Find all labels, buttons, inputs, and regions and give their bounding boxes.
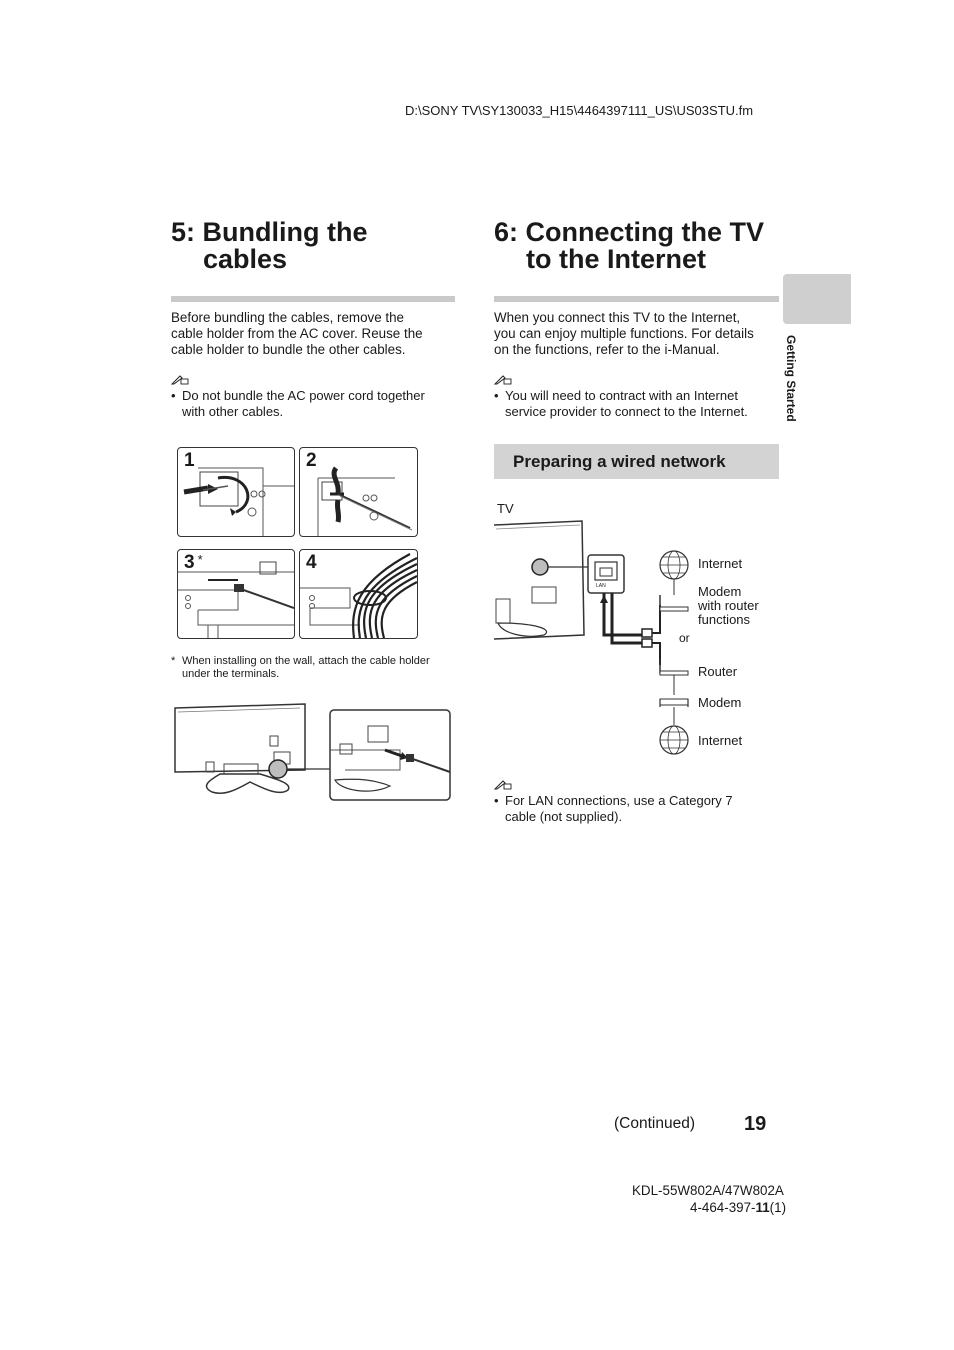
footnote-line: under the terminals. [182,668,280,680]
section5-title: 5: Bundling the cables [171,219,367,273]
subheading-box: Preparing a wired network [494,444,779,479]
section6-intro-line: When you connect this TV to the Internet… [494,310,741,325]
network-diagram [494,520,689,755]
side-label: Getting Started [784,335,798,422]
section5-note-line: Do not bundle the AC power cord together [182,388,425,403]
section6-title-line2: to the Internet [526,244,706,274]
section6-note-line: service provider to connect to the Inter… [505,404,748,419]
page-number: 19 [744,1113,767,1135]
code-prefix: 4-464-397- [690,1200,756,1215]
internet-bottom-label: Internet [698,733,743,748]
footnote-marker: * [171,655,176,667]
modem-router-line: Modem [698,584,742,599]
note-pencil-icon [494,375,512,385]
modem-label: Modem [698,695,742,710]
section6-intro-line: on the functions, refer to the i-Manual. [494,342,720,357]
document-code: 4-464-397-11(1) [690,1200,786,1215]
section-tab [783,274,851,324]
section6-intro-line: you can enjoy multiple functions. For de… [494,326,754,341]
step3-illustration: 3* [177,549,295,639]
or-label: or [679,631,690,645]
section5-note-line: with other cables. [182,404,284,419]
section6-note2-line: For LAN connections, use a Category 7 [505,793,733,808]
tv-rear-illustration [174,703,451,801]
continued-label: (Continued) [614,1115,695,1132]
model-number: KDL-55W802A/47W802A [632,1183,784,1198]
step4-number: 4 [306,552,317,573]
step2-number: 2 [306,450,317,471]
tv-label: TV [497,501,514,516]
section5-intro: Before bundling the cables, remove the c… [171,310,423,358]
code-bold: 11 [755,1200,770,1215]
lan-label: LAN [596,583,606,589]
step2-illustration: 2 [299,447,418,537]
section6-intro: When you connect this TV to the Internet… [494,310,754,358]
footnote-line: When installing on the wall, attach the … [182,655,430,667]
section6-note2-line: cable (not supplied). [505,809,623,824]
section6-note-line: You will need to contract with an Intern… [505,388,738,403]
modem-router-line: with router [698,598,759,613]
step1-number: 1 [184,450,195,471]
file-path: D:\SONY TV\SY130033_H15\4464397111_US\US… [405,103,754,118]
section5-divider [171,296,455,302]
step4-illustration: 4 [299,549,418,639]
section6-title-line1: 6: Connecting the TV [494,217,764,247]
section6-divider [494,296,779,302]
bundle-step1-drawing [183,467,294,536]
modem-router-label: Modem with router functions [698,585,759,627]
code-suffix: (1) [769,1200,787,1215]
note-pencil-icon [494,780,512,790]
section6-title: 6: Connecting the TV to the Internet [494,219,764,273]
step1-illustration: 1 [177,447,295,537]
section5-title-line2: cables [203,244,288,274]
step3-asterisk: * [197,552,203,567]
subheading: Preparing a wired network [513,452,726,471]
bundle-step3-drawing [178,561,294,638]
step3-number: 3* [184,552,203,574]
modem-router-line: functions [698,612,751,627]
section5-intro-line: cable holder to bundle the other cables. [171,342,406,357]
section5-intro-line: Before bundling the cables, remove the [171,310,404,325]
bundle-step4-drawing [300,553,417,638]
section5-intro-line: cable holder from the AC cover. Reuse th… [171,326,423,341]
step3-number-text: 3 [184,552,195,573]
router-label: Router [698,664,738,679]
section5-title-line1: 5: Bundling the [171,217,368,247]
note-pencil-icon [171,375,189,385]
bundle-step2-drawing [317,466,413,536]
internet-top-label: Internet [698,556,743,571]
